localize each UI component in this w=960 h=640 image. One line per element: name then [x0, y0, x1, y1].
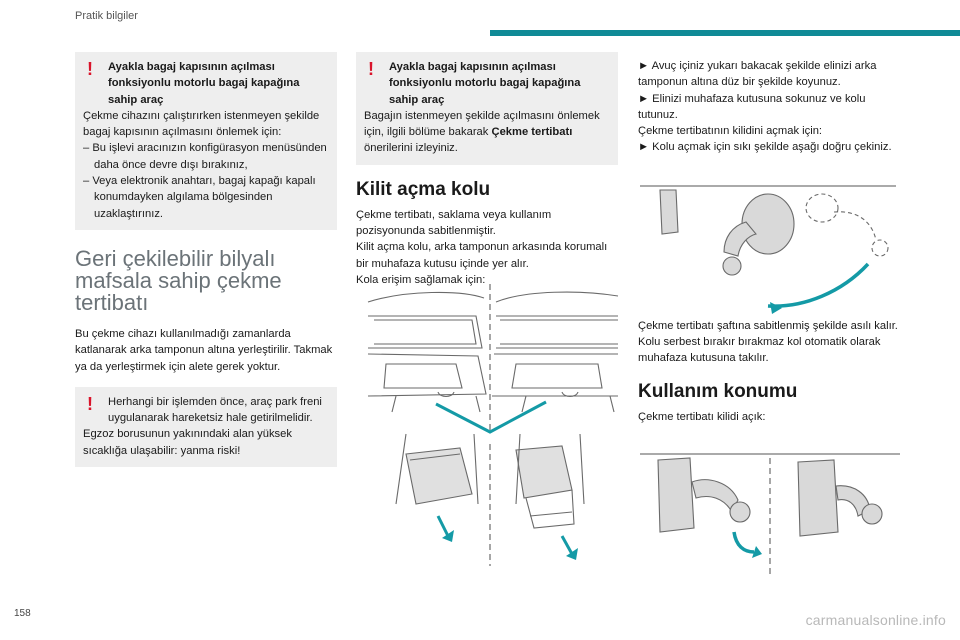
warning-icon: !	[87, 59, 93, 79]
towbar-pivot-illustration	[640, 185, 896, 314]
warning-icon: !	[368, 59, 374, 79]
warning-title: Ayakla bagaj kapısının açılması fonksiyo…	[108, 61, 300, 106]
paragraph: Kilit açma kolu, arka tamponun arkasında…	[356, 241, 608, 270]
step: ► Elinizi muhafaza kutusuna sokunuz ve k…	[638, 92, 866, 121]
section-heading-usage-position: Kullanım konumu	[638, 380, 798, 402]
running-header: Pratik bilgiler	[75, 10, 138, 22]
warning-text-parking: Herhangi bir işlemden önce, araç park fr…	[108, 395, 322, 425]
section-heading-towbar: Geri çekilebilir bilyalı mafsala sahip ç…	[75, 245, 282, 315]
paragraph: Çekme tertibatı, saklama veya kullanım p…	[356, 208, 552, 238]
warning-box-tailgate-2: ! Ayakla bagaj kapısının açılması fonksi…	[356, 52, 618, 165]
step: ► Avuç içiniz yukarı bakacak şekilde eli…	[638, 60, 877, 89]
warning-item: – Bu işlevi aracınızın konfigürasyon men…	[83, 142, 327, 171]
page-number: 158	[14, 608, 31, 619]
warning-title: Ayakla bagaj kapısının açılması fonksiyo…	[389, 61, 581, 106]
watermark: carmanualsonline.info	[805, 612, 946, 628]
warning-body: Çekme cihazını çalıştırırken istenmeyen …	[83, 109, 320, 139]
car-rear-lever-illustration	[367, 284, 619, 566]
paragraph: Kola erişim sağlamak için:	[356, 273, 486, 286]
warning-icon: !	[87, 393, 93, 414]
paragraph: Kolu serbest bırakır bırakmaz kol otomat…	[638, 336, 881, 365]
paragraph: Çekme tertibatı kilidi açık:	[638, 410, 766, 423]
column-left: ! Ayakla bagaj kapısının açılması fonksi…	[75, 52, 337, 468]
warning-box-tailgate: ! Ayakla bagaj kapısının açılması fonksi…	[75, 52, 337, 230]
paragraph-towbar-intro: Bu çekme cihazı kullanılmadığı zamanlard…	[75, 327, 333, 373]
towbar-usage-illustration	[640, 453, 900, 576]
section-heading-release-lever: Kilit açma kolu	[356, 178, 491, 200]
header-accent-bar	[490, 30, 960, 36]
column-middle: ! Ayakla bagaj kapısının açılması fonksi…	[356, 52, 618, 288]
warning-item: – Veya elektronik anahtarı, bagaj kapağı…	[83, 175, 316, 220]
paragraph: Çekme tertibatının kilidini açmak için:	[638, 125, 823, 138]
step: ► Kolu açmak için sıkı şekilde aşağı doğ…	[638, 141, 892, 154]
column-right: ► Avuç içiniz yukarı bakacak şekilde eli…	[638, 58, 900, 425]
warning-box-parking: ! Herhangi bir işlemden önce, araç park …	[75, 386, 337, 468]
warning-text-exhaust: Egzoz borusunun yakınındaki alan yüksek …	[83, 428, 292, 457]
warning-body: Bagajın istenmeyen şekilde açılmasını ön…	[364, 109, 600, 155]
paragraph: Çekme tertibatı şaftına sabitlenmiş şeki…	[638, 319, 898, 332]
